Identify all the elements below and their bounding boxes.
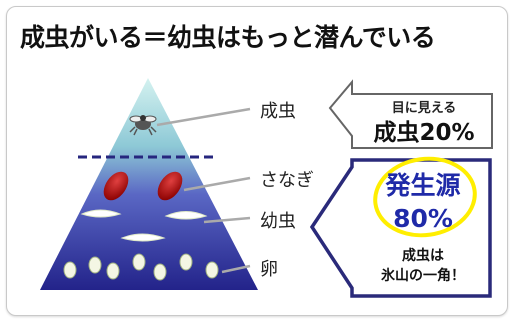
- callout-bottom-line1: 発生源: [385, 171, 461, 200]
- callout-bottom-line2: 80%: [393, 204, 453, 233]
- adult-fly-icon: [129, 115, 157, 136]
- pyramid-shape: [40, 78, 258, 290]
- layer-label-adult: 成虫: [260, 101, 296, 122]
- pupa-icon: [103, 171, 183, 201]
- layer-label-egg: 卵: [260, 259, 278, 280]
- callout-bottom-shape: [309, 158, 492, 298]
- layer-label-pupa: さなぎ: [260, 170, 314, 191]
- callout-top-line1: 目に見える: [391, 101, 457, 116]
- diagram-title: 成虫がいる＝幼虫はもっと潜んでいる: [20, 23, 436, 52]
- layer-label-larva: 幼虫: [260, 211, 296, 232]
- larva-icon: [80, 209, 208, 242]
- callout-top-shape: [328, 79, 493, 149]
- egg-icon: [63, 253, 219, 281]
- callout-bottom-line3: 成虫は: [402, 248, 444, 264]
- highlight-circle: [373, 156, 477, 238]
- leader-lines: [156, 107, 251, 274]
- callout-bottom-line4: 氷山の一角！: [381, 268, 465, 284]
- callout-top-line2: 成虫20%: [373, 120, 475, 146]
